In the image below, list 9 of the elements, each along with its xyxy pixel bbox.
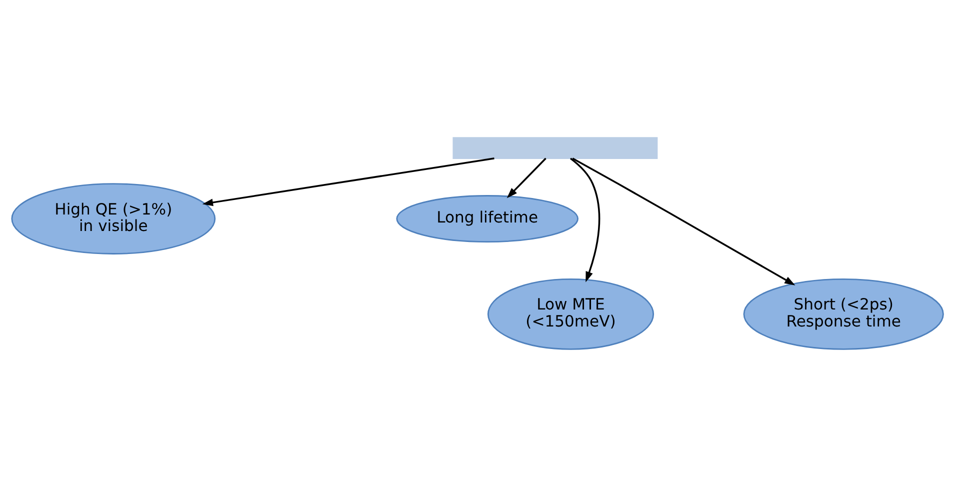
node-ellipse: Long lifetime [396, 195, 578, 242]
node-box [452, 137, 658, 160]
arrow [572, 158, 796, 286]
arrow [506, 158, 546, 198]
node-ellipse: High QE (>1%) in visible [11, 183, 216, 254]
arrow [202, 157, 494, 206]
node-ellipse: Short (<2ps) Response time [743, 278, 944, 350]
arrow [570, 158, 600, 282]
node-ellipse: Low MTE (<150meV) [487, 278, 654, 350]
